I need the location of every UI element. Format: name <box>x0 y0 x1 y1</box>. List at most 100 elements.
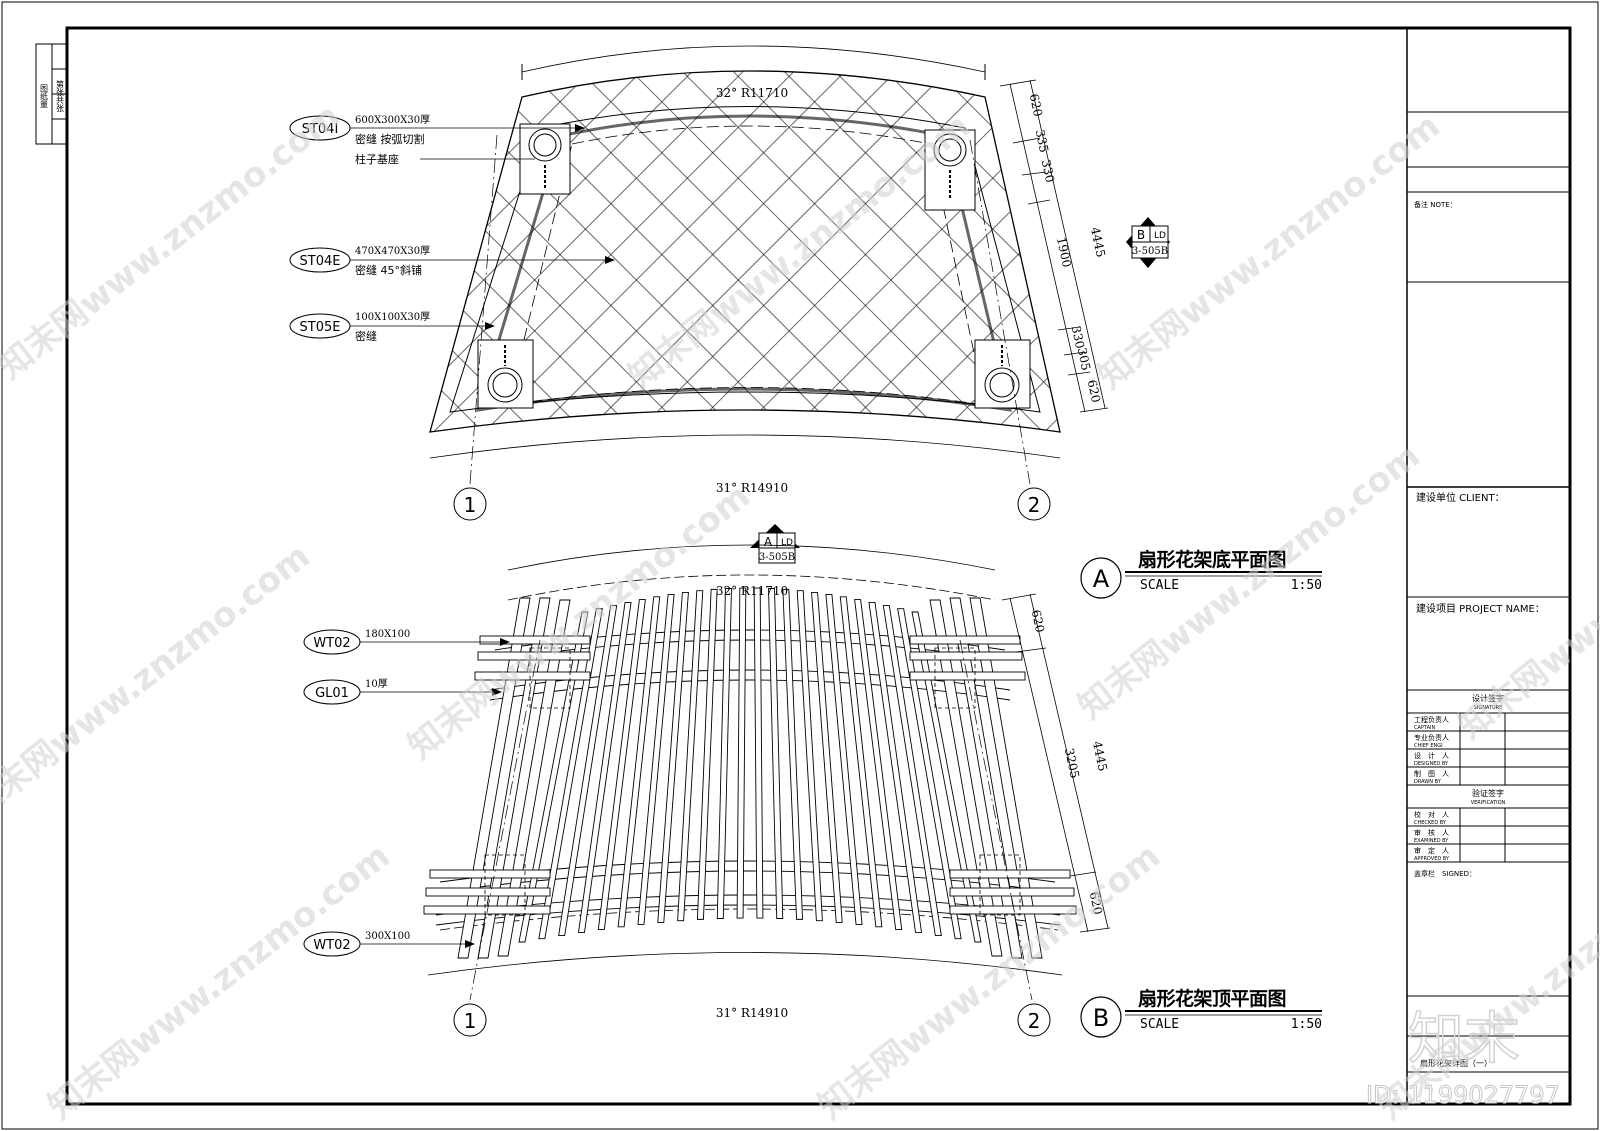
roof-slat <box>854 599 903 930</box>
plan-a-axis-2-bubble <box>1017 487 1051 521</box>
callout-wt02-top: WT02 180X100 <box>303 629 510 655</box>
roof-slat <box>677 590 704 922</box>
roof-slat <box>577 601 632 933</box>
title-block-text: 备注 NOTE： 建设单位 CLIENT： 建设项目 PROJECT NAME：… <box>1414 200 1545 1068</box>
drawing-title-cn: 扇形花架详图（一） <box>1420 1058 1492 1068</box>
callout-st04i-line1: 600X300X30厚 <box>355 114 430 126</box>
roof-slats <box>518 587 982 943</box>
roof-slat <box>839 596 883 928</box>
callout-st05e-line1: 100X100X30厚 <box>355 311 430 323</box>
plan-a-scale-value: 1:50 <box>1291 578 1322 593</box>
title-block <box>1406 28 1570 1104</box>
plan-a-dim-7: 620 <box>1085 379 1103 404</box>
roof-slat <box>716 588 732 919</box>
verification-cn: 验证签字 <box>1472 788 1504 798</box>
roof-slat <box>868 601 923 933</box>
signed-label: 盖章栏 SIGNED： <box>1414 869 1476 878</box>
plan-a-dim-total: 4445 <box>1088 226 1108 259</box>
plan-b-scale-label: SCALE <box>1140 1017 1179 1032</box>
plan-b: 32° R11710 31° R14910 620 3205 620 4445 … <box>303 544 1322 1038</box>
plan-a-title-block: A 扇形花架底平面图 SCALE 1:50 <box>1080 548 1322 599</box>
role-chief-cn: 专业负责人 <box>1414 733 1449 742</box>
plan-b-axis-1: 1 <box>464 1009 477 1033</box>
strip-label-1: 图纸量 <box>40 84 49 108</box>
roof-slat <box>597 599 646 930</box>
section-marker-a: A LD 3-505B <box>750 524 800 564</box>
plan-a-dim-5: 330 <box>1069 325 1087 350</box>
roof-slat <box>617 596 661 928</box>
roof-slat <box>753 587 764 919</box>
plan-a-axis-1: 1 <box>464 493 477 517</box>
callout-st04e: ST04E 470X470X30厚 密缝 45°斜铺 <box>289 245 615 277</box>
plan-b-title: 扇形花架顶平面图 <box>1138 987 1286 1010</box>
callout-st05e-line2: 密缝 <box>355 329 377 343</box>
callout-wt02-top-size: 180X100 <box>365 629 410 640</box>
callout-gl01-size: 10厚 <box>365 678 388 690</box>
plan-a-dim-2: 335 <box>1033 129 1051 154</box>
watermark-text-4: 知末网www.znzmo.com <box>0 536 318 827</box>
callout-gl01-tag: GL01 <box>315 686 349 701</box>
client-label: 建设单位 CLIENT： <box>1416 491 1505 504</box>
role-checked-en: CHECKED BY <box>1414 820 1447 826</box>
roof-slat <box>558 605 618 936</box>
section-b-code: LD <box>1154 231 1166 241</box>
plan-a-axis-1-bubble <box>453 487 487 521</box>
roof-slat <box>637 594 675 925</box>
role-drawn-en: DRAWN BY <box>1414 779 1442 785</box>
role-designer-cn: 设 计 人 <box>1414 751 1449 760</box>
plan-b-dim-2: 3205 <box>1062 747 1082 780</box>
signature-cn: 设计签字 <box>1472 693 1504 703</box>
callout-wt02-bottom-tag: WT02 <box>313 938 350 953</box>
callout-gl01: GL01 10厚 <box>303 678 502 705</box>
callout-st04i: ST04I 600X300X30厚 密缝 按弧切割 柱子基座 <box>289 114 585 166</box>
plan-a-dim-6: 305 <box>1075 347 1093 372</box>
plan-b-top-arc-dim: 32° R11710 <box>716 584 788 598</box>
roof-slat <box>782 588 804 920</box>
callout-st04e-line2: 密缝 45°斜铺 <box>355 263 422 277</box>
column-base-bl <box>477 339 534 409</box>
plan-b-scale-value: 1:50 <box>1291 1017 1322 1032</box>
column-base-br <box>974 339 1031 409</box>
callout-st04i-line3: 柱子基座 <box>355 152 399 166</box>
drawing-border <box>65 26 1572 1106</box>
plan-a-scale-label: SCALE <box>1140 578 1179 593</box>
callout-st05e: ST05E 100X100X30厚 密缝 <box>289 311 495 343</box>
plan-b-bottom-arc-dim: 31° R14910 <box>716 1006 788 1020</box>
plan-b-axis-2-bubble <box>1017 1003 1051 1037</box>
watermark-logo: 知末 <box>1408 1007 1520 1072</box>
verification-en: VERIFICATION <box>1471 800 1506 806</box>
role-chief-en: CHIEF ENGI <box>1414 743 1443 749</box>
section-marker-b: B LD 3-505B <box>1126 217 1170 268</box>
plan-a-dim-1: 620 <box>1027 93 1045 118</box>
role-approved-en: APPROVED BY <box>1414 856 1450 862</box>
roof-slat <box>518 611 589 943</box>
callout-st04e-tag: ST04E <box>300 254 341 269</box>
roof-slat <box>811 591 843 923</box>
section-a-code: LD <box>781 538 793 548</box>
plan-a-top-arc-dim: 32° R11710 <box>716 86 788 100</box>
roof-slat <box>768 588 784 919</box>
roof-slat <box>538 608 603 940</box>
roof-slat <box>696 588 718 920</box>
plan-a-dim-4: 1900 <box>1054 236 1074 269</box>
callout-wt02-bottom: WT02 300X100 <box>303 931 475 957</box>
plan-b-axis-2: 2 <box>1028 1009 1041 1033</box>
plan-a-title: 扇形花架底平面图 <box>1138 548 1286 571</box>
roof-slat <box>911 611 982 943</box>
section-a-letter: A <box>764 535 773 549</box>
plan-b-title-letter: B <box>1093 1004 1109 1032</box>
role-designer-en: DESIGNED BY <box>1414 761 1449 767</box>
roof-slat <box>825 594 863 925</box>
watermark-text-8: 知末网www.znzmo.com <box>41 836 398 1127</box>
role-captain-en: CAPTAIN <box>1414 725 1435 731</box>
plan-b-title-block: B 扇形花架顶平面图 SCALE 1:50 <box>1080 987 1322 1038</box>
role-examined-en: EXAMINED BY <box>1414 838 1449 844</box>
callout-st04i-line2: 密缝 按弧切割 <box>355 132 425 146</box>
callout-st04i-tag: ST04I <box>302 122 339 137</box>
role-examined-cn: 审 核 人 <box>1414 828 1449 837</box>
section-b-letter: B <box>1137 228 1145 242</box>
plan-b-dim-1: 620 <box>1029 609 1047 634</box>
role-approved-cn: 审 定 人 <box>1414 846 1449 855</box>
column-base-tr <box>924 129 976 211</box>
